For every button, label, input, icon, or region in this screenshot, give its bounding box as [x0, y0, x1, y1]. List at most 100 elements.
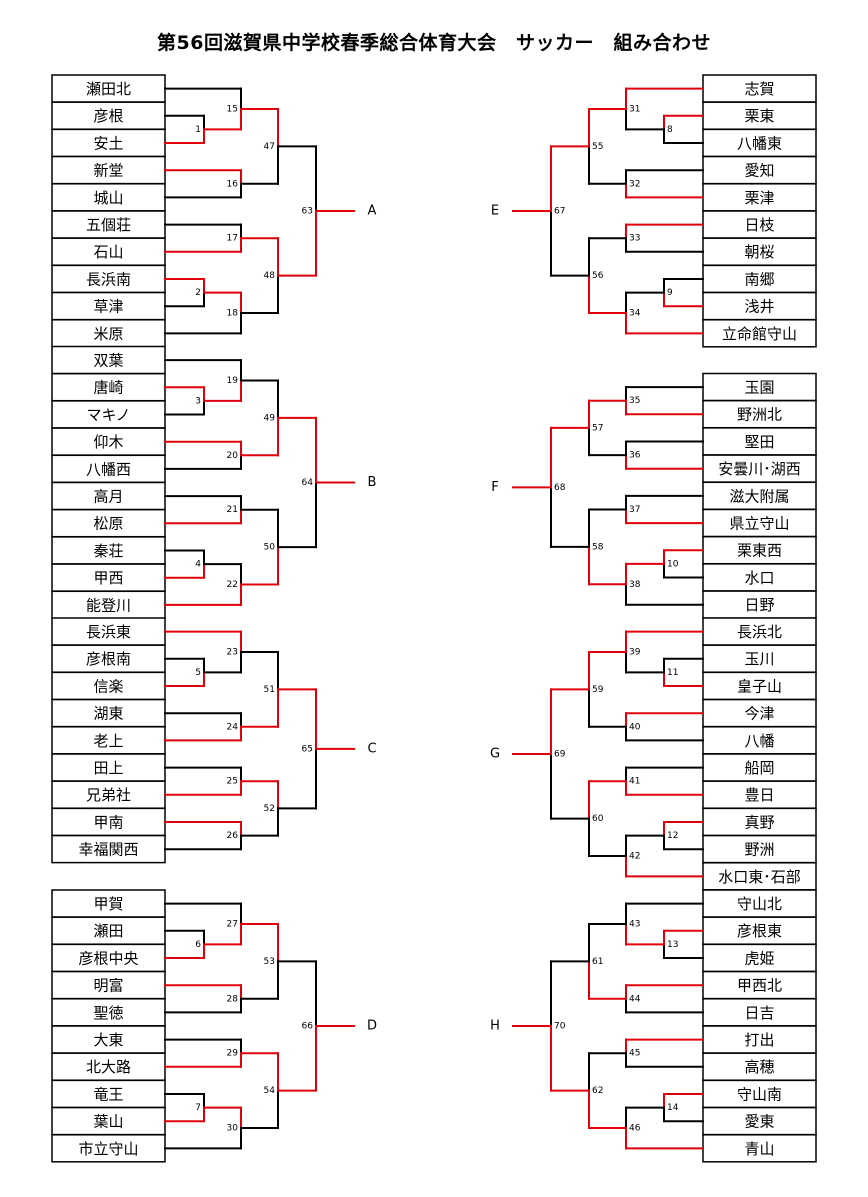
match-number: 34: [629, 309, 641, 319]
team-box: [702, 535, 817, 565]
team-name: 長浜東: [86, 623, 131, 641]
match-number: 10: [667, 559, 679, 569]
match-number: 32: [629, 179, 640, 189]
team-name: 瀬田: [93, 922, 123, 940]
team-name: 聖徳: [93, 1004, 123, 1022]
match-number: 48: [264, 271, 276, 281]
match-number: 27: [227, 920, 238, 930]
match-number: 23: [227, 648, 238, 658]
match-number: 46: [629, 1124, 641, 1134]
team-name: 新堂: [93, 162, 123, 180]
match-number: 59: [592, 685, 604, 695]
team-name: 日野: [744, 596, 774, 614]
team-box: [51, 970, 166, 1000]
match-number: 17: [227, 234, 238, 244]
match-number: 51: [264, 685, 275, 695]
block-label: E: [491, 204, 499, 219]
match-number: 47: [264, 142, 275, 152]
team-name: 玉川: [744, 650, 774, 668]
team-name: 八幡西: [86, 460, 131, 478]
team-name: 安土: [93, 134, 123, 152]
match-number: 45: [629, 1049, 640, 1059]
team-name: 仰木: [93, 433, 123, 451]
team-name: 日枝: [744, 216, 774, 234]
team-name: 八幡東: [737, 134, 782, 152]
team-name: 甲西北: [737, 977, 782, 995]
match-number: 52: [264, 804, 275, 814]
block-label: B: [368, 475, 377, 490]
match-number: 61: [592, 957, 603, 967]
match-number: 60: [592, 814, 604, 824]
team-box: [702, 1134, 817, 1163]
match-number: 50: [264, 543, 276, 553]
team-name: 葉山: [93, 1113, 123, 1131]
team-name: 松原: [93, 515, 123, 533]
team-name: 堅田: [744, 433, 774, 451]
match-number: 41: [629, 777, 640, 787]
match-number: 16: [227, 179, 239, 189]
team-name: 八幡: [744, 732, 774, 750]
team-box: [51, 481, 166, 511]
team-box: [51, 372, 166, 402]
team-name: 高穂: [744, 1058, 774, 1076]
match-number: 65: [302, 744, 313, 754]
team-box: [51, 834, 166, 864]
team-box: [702, 291, 817, 321]
team-box: [702, 372, 817, 402]
match-number: 35: [629, 396, 640, 406]
match-number: 70: [554, 1022, 566, 1032]
team-name: 南郷: [744, 270, 774, 288]
team-name: 唐崎: [93, 379, 123, 397]
team-name: 田上: [93, 759, 123, 777]
match-number: 43: [629, 920, 640, 930]
match-number: 39: [629, 648, 641, 658]
team-name: 高月: [93, 488, 123, 506]
match-number: 36: [629, 451, 641, 461]
team-box: [702, 481, 817, 511]
match-number: 20: [227, 451, 239, 461]
team-name: 愛知: [744, 162, 774, 180]
match-number: 58: [592, 542, 604, 552]
match-number: 67: [554, 207, 565, 217]
team-name: 彦根東: [737, 922, 782, 940]
team-box: [51, 1134, 166, 1163]
team-name: 彦根中央: [78, 949, 138, 967]
match-number: 28: [227, 994, 239, 1004]
team-name: 日吉: [744, 1004, 774, 1022]
match-number: 19: [227, 376, 239, 386]
team-box: [51, 1025, 166, 1054]
team-box: [702, 753, 817, 782]
team-name: 兄弟社: [86, 786, 131, 804]
team-name: 玉園: [744, 379, 774, 397]
team-box: [51, 454, 166, 484]
block-label: H: [490, 1019, 500, 1034]
match-number: 14: [667, 1103, 679, 1113]
team-box: [702, 563, 817, 592]
team-box: [702, 970, 817, 1000]
team-name: 竜王: [93, 1085, 123, 1103]
team-name: 浅井: [744, 298, 774, 316]
match-number: 44: [629, 994, 641, 1004]
team-box: [702, 617, 817, 646]
team-name: 彦根南: [86, 650, 131, 668]
match-number: 68: [554, 483, 566, 493]
team-box: [702, 155, 817, 185]
team-name: 老上: [93, 732, 123, 750]
team-box: [702, 889, 817, 918]
team-box: [702, 183, 817, 212]
team-box: [702, 454, 817, 483]
match-number: 4: [195, 560, 201, 570]
team-name: 信楽: [93, 677, 123, 695]
team-name: 豊日: [744, 786, 774, 804]
team-box: [51, 916, 166, 945]
team-name: 甲賀: [93, 895, 123, 913]
match-number: 8: [667, 125, 673, 135]
match-number: 37: [629, 505, 640, 515]
team-name: 栗津: [744, 189, 774, 207]
match-number: 24: [227, 722, 239, 732]
match-number: 21: [227, 505, 238, 515]
team-name: 栗東: [744, 107, 774, 125]
match-number: 40: [629, 722, 641, 732]
match-number: 9: [667, 288, 673, 298]
team-name: 水口東･石部: [718, 868, 801, 886]
